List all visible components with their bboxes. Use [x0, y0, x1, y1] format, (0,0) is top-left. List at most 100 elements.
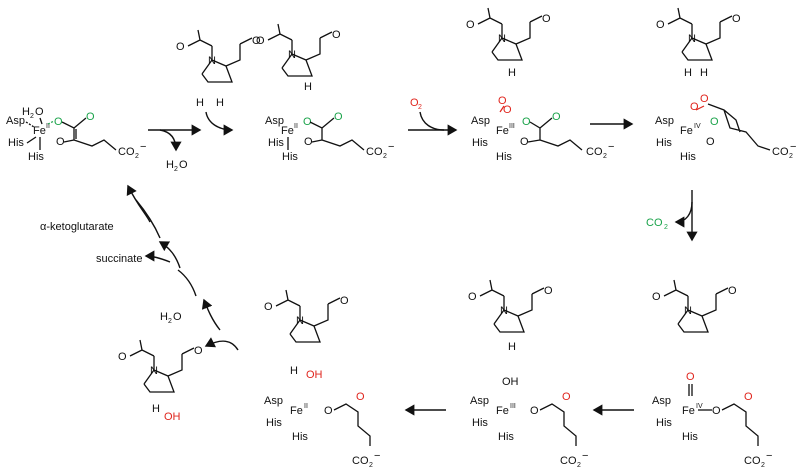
hydrogen-label: H: [152, 403, 160, 415]
carboxylate-charge: −: [374, 450, 380, 462]
his-label: His: [682, 431, 698, 443]
acetyl-oxygen: O: [468, 291, 477, 303]
his-label: His: [472, 417, 488, 429]
akg-oxygen-label: O: [520, 136, 529, 148]
water-release-step: H 2 O: [148, 124, 202, 173]
fe-label: Fe: [496, 405, 509, 417]
his-label: His: [292, 431, 308, 443]
his-label: His: [656, 137, 672, 149]
dioxygen-sub: 2: [418, 104, 422, 111]
carbonyl-oxygen: O: [744, 391, 753, 403]
carbonyl-oxygen: O: [340, 295, 349, 307]
ring-nitrogen: N: [288, 49, 296, 61]
akg-oxygen-label: O: [522, 116, 531, 128]
akg-oxygen-label: O: [706, 136, 715, 148]
asp-label: Asp: [6, 115, 25, 127]
akg-oxygen-label: O: [334, 111, 343, 123]
carbonyl-oxygen: O: [332, 29, 341, 41]
ring-nitrogen: N: [688, 33, 696, 45]
asp-label: Asp: [655, 115, 674, 127]
complex-fe-superoxo: O N O H O O Asp Fe III His His O O O CO …: [466, 7, 614, 163]
co2-release-step: CO 2: [646, 190, 698, 242]
his-label: His: [496, 151, 512, 163]
carbonyl-oxygen: O: [194, 345, 203, 357]
fe-label: Fe: [496, 125, 509, 137]
hydroxyl-label: OH: [306, 369, 323, 381]
carbonyl-oxygen: O: [356, 391, 365, 403]
asp-label: Asp: [471, 115, 490, 127]
water-in-label: H: [160, 311, 168, 323]
acetyl-oxygen: O: [264, 301, 273, 313]
asp-label: Asp: [265, 115, 284, 127]
asp-label: Asp: [652, 395, 671, 407]
hydrogen-label: H: [290, 365, 298, 377]
acetyl-oxygen: O: [466, 19, 475, 31]
co2-label: CO: [646, 217, 663, 229]
his-label: His: [266, 417, 282, 429]
complex-fe-succinate-product: O N O H OH Asp Fe II His His O O CO 2 −: [264, 289, 380, 469]
oxygen-binding-step: O 2: [408, 97, 458, 136]
complex-fe-akg-substrate: O N O H Asp Fe II His His O O O CO 2 −: [256, 23, 394, 163]
fe-oxidation-label: IV: [696, 403, 703, 410]
asp-label: Asp: [264, 395, 283, 407]
succinate-oxygen: O: [530, 405, 539, 417]
ring-nitrogen: N: [684, 305, 692, 317]
carboxylate-label: CO: [744, 455, 761, 467]
akg-oxygen-label: O: [303, 116, 312, 128]
water-in-sub: 2: [168, 318, 172, 325]
carbonyl-oxygen: O: [562, 391, 571, 403]
complex-fe-peroxo-bridge: O N O H H O O Asp Fe IV His His O O CO 2…: [655, 7, 796, 163]
carboxylate-charge: −: [608, 141, 614, 153]
akg-oxygen-label: O: [86, 111, 95, 123]
fe-label: Fe: [33, 125, 46, 137]
carboxylate-label: CO: [366, 146, 383, 158]
superoxo-oxygen: O: [498, 95, 507, 107]
oxo-oxygen: O: [686, 371, 695, 383]
his-label: His: [656, 417, 672, 429]
fe-label: Fe: [281, 125, 294, 137]
alpha-ketoglutarate-label: α-ketoglutarate: [40, 221, 114, 233]
fe-oxidation-label: II: [304, 403, 308, 410]
acetyl-oxygen: O: [652, 291, 661, 303]
peroxo-oxygen: O: [700, 93, 709, 105]
ring-nitrogen: N: [498, 33, 506, 45]
product-hydroxyproline: O N O H OH: [118, 337, 239, 423]
carbonyl-oxygen: O: [252, 35, 261, 47]
carboxylate-charge: −: [766, 450, 772, 462]
peroxo-oxygen: O: [690, 101, 699, 113]
succinate-oxygen: O: [324, 405, 333, 417]
carboxylate-charge: −: [140, 141, 146, 153]
water-ligand-sub: 2: [30, 113, 34, 120]
acetyl-oxygen: O: [656, 19, 665, 31]
carboxylate-label: CO: [586, 146, 603, 158]
akg-oxygen-label: O: [304, 136, 313, 148]
fe-oxidation-label: III: [509, 123, 515, 130]
succinate-oxygen: O: [712, 405, 721, 417]
hydrogen-label: H: [304, 81, 312, 93]
his-label: His: [680, 151, 696, 163]
water-ligand-h: H: [22, 106, 30, 118]
ring-nitrogen: N: [208, 55, 216, 67]
carbonyl-oxygen: O: [542, 13, 551, 25]
carboxylate-sub: 2: [369, 462, 373, 469]
carbonyl-oxygen: O: [544, 285, 553, 297]
carboxylate-sub: 2: [603, 153, 607, 160]
complex-fe-oxo: O N O O Asp Fe IV His His O O CO 2 −: [652, 279, 772, 469]
carboxylate-charge: −: [388, 141, 394, 153]
his-label: His: [498, 431, 514, 443]
hydrogen-label: H: [216, 97, 224, 109]
carboxylate-charge: −: [790, 141, 796, 153]
akg-oxygen-label: O: [552, 111, 561, 123]
carboxylate-label: CO: [560, 455, 577, 467]
acetyl-oxygen: O: [256, 35, 265, 47]
fe-label: Fe: [290, 405, 303, 417]
dioxygen-label: O: [410, 97, 419, 109]
ring-nitrogen: N: [296, 315, 304, 327]
fe-label: Fe: [682, 405, 695, 417]
water-o: O: [179, 159, 188, 171]
carboxylate-sub: 2: [135, 153, 139, 160]
water-in-o: O: [173, 311, 182, 323]
acetyl-oxygen: O: [176, 41, 185, 53]
his-label: His: [472, 137, 488, 149]
carboxylate-label: CO: [772, 146, 789, 158]
